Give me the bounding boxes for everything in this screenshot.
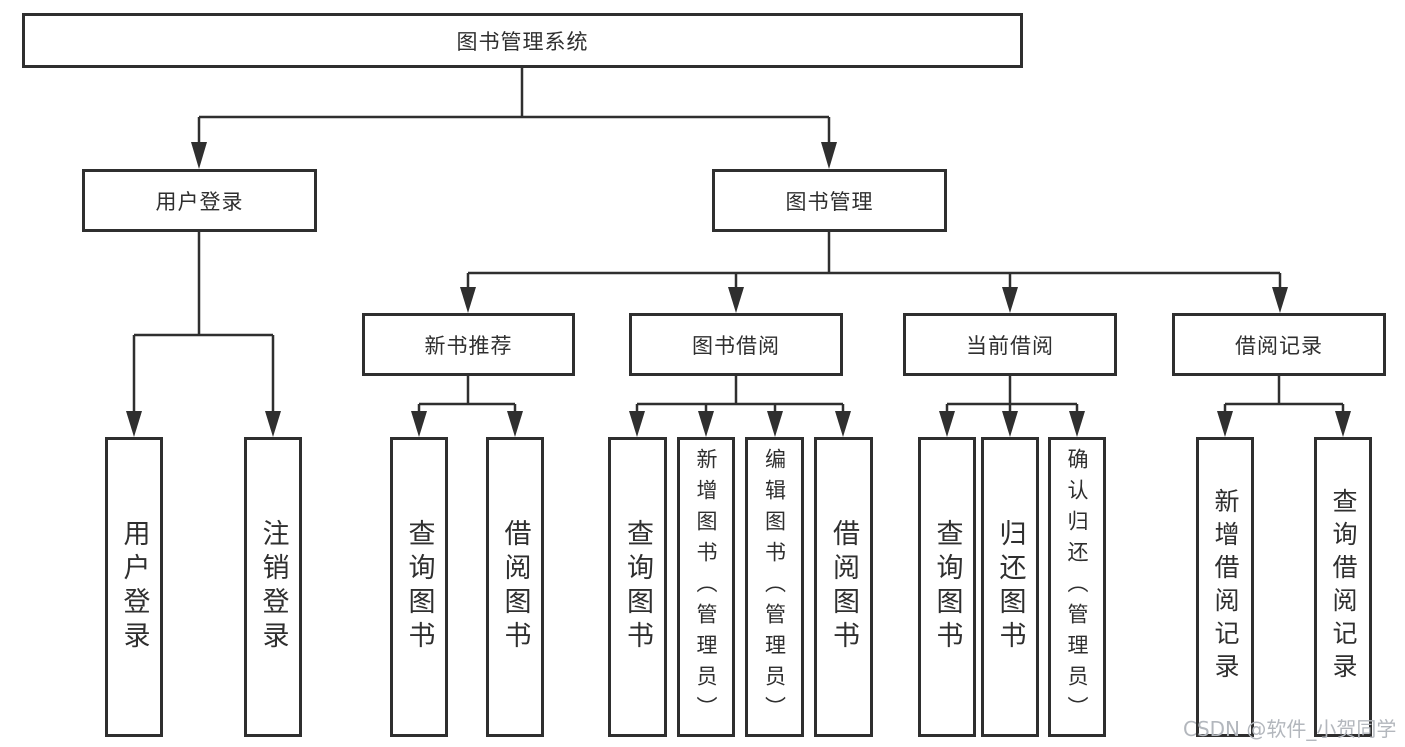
leaf-return-books: 归还图书 (981, 437, 1039, 737)
leaf-label: 查询图书 (622, 519, 653, 655)
leaf-label: 归还图书 (994, 519, 1026, 655)
leaf-label: 新增借阅记录 (1211, 488, 1240, 686)
node-label: 图书借阅 (692, 333, 780, 358)
node-label: 用户登录 (155, 189, 244, 214)
leaf-query-borrowing-record: 查询借阅记录 (1314, 437, 1372, 737)
leaf-label: 确认归还（管理员） (1065, 447, 1089, 727)
leaf-edit-books-admin: 编辑图书（管理员） (745, 437, 804, 737)
node-new-book-recommendation: 新书推荐 (362, 313, 575, 376)
leaf-add-books-admin: 新增图书（管理员） (677, 437, 735, 737)
csdn-watermark: CSDN @软件_小贺同学 (1183, 717, 1397, 741)
leaf-query-books-2: 查询图书 (608, 437, 667, 737)
leaf-logout: 注销登录 (244, 437, 302, 737)
node-book-borrowing: 图书借阅 (629, 313, 843, 376)
leaf-query-books-3: 查询图书 (918, 437, 976, 737)
node-label: 图书管理 (785, 189, 874, 214)
node-label: 当前借阅 (966, 333, 1054, 358)
leaf-label: 查询图书 (931, 519, 963, 655)
leaf-label: 用户登录 (118, 519, 150, 655)
leaf-query-books-1: 查询图书 (390, 437, 448, 737)
leaf-label: 查询借阅记录 (1329, 488, 1358, 686)
node-library-management-system: 图书管理系统 (22, 13, 1023, 68)
node-label: 新书推荐 (424, 333, 513, 358)
leaf-borrow-books-1: 借阅图书 (486, 437, 544, 737)
leaf-label: 借阅图书 (828, 519, 859, 655)
node-borrowing-records: 借阅记录 (1172, 313, 1386, 376)
leaf-borrow-books-2: 借阅图书 (814, 437, 873, 737)
leaf-label: 借阅图书 (499, 519, 531, 655)
node-label: 借阅记录 (1235, 333, 1323, 358)
leaf-add-borrowing-record: 新增借阅记录 (1196, 437, 1254, 737)
leaf-label: 查询图书 (403, 519, 435, 655)
node-current-borrowing: 当前借阅 (903, 313, 1117, 376)
node-user-login: 用户登录 (82, 169, 317, 232)
leaf-label: 编辑图书（管理员） (762, 447, 787, 727)
leaf-confirm-return-admin: 确认归还（管理员） (1048, 437, 1106, 737)
node-label: 图书管理系统 (456, 29, 589, 54)
leaf-user-login: 用户登录 (105, 437, 163, 737)
node-book-management: 图书管理 (712, 169, 947, 232)
leaf-label: 注销登录 (257, 519, 289, 655)
leaf-label: 新增图书（管理员） (694, 447, 718, 727)
